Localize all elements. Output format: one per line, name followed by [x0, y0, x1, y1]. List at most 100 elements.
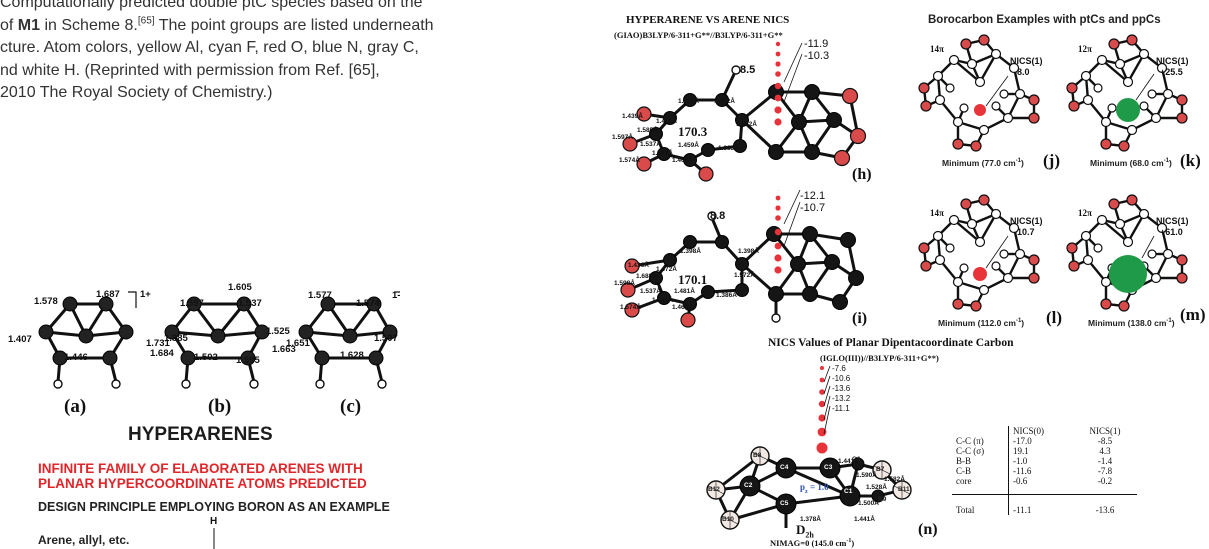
- bond-length: 1.578: [34, 296, 58, 307]
- dipenta-title: NICS Values of Planar Dipentacoordinate …: [768, 337, 1014, 349]
- reference-superscript: [65]: [137, 15, 155, 27]
- bond-length: 1.386Å: [716, 292, 737, 299]
- minimum-m: Minimum (138.0 cm-1): [1088, 318, 1175, 328]
- atom-label: C3: [824, 464, 833, 471]
- bond-length: 1.597Å: [612, 134, 633, 141]
- table-row: core -0.6 -0.2: [952, 476, 1137, 495]
- bond-length: 1.590Å: [856, 472, 877, 479]
- hyperarene-structures: [38, 291, 400, 389]
- bond-length: 1.383Å: [718, 145, 739, 152]
- red-heading-line-1: INFINITE FAMILY OF ELABORATED ARENES WIT…: [38, 461, 363, 476]
- bond-length: 1.525: [266, 326, 290, 337]
- nics-value: -7.6: [832, 364, 846, 373]
- bond-length: 1.585Å: [637, 127, 658, 134]
- panel-label-k: (k): [1180, 151, 1201, 170]
- bond-length: 1.731: [146, 338, 170, 349]
- nics-value: -11.1: [832, 404, 850, 413]
- atom-label: C6: [852, 456, 861, 463]
- atom-label: B9: [878, 496, 887, 503]
- panel-label-n: (n): [918, 521, 938, 538]
- bond-length: 1.500Å: [858, 500, 879, 507]
- angle-value: 170.1: [678, 272, 708, 287]
- bond-length: 1.581Å: [652, 297, 673, 304]
- caption-line-2: of M1 in Scheme 8.[65] The point groups …: [0, 15, 434, 34]
- bond-length: 1.385: [164, 333, 188, 344]
- bond-length: 1.398Å: [680, 248, 701, 255]
- bond-length: 1.574Å: [620, 304, 641, 311]
- minimum-l: Minimum (112.0 cm-1): [938, 318, 1025, 328]
- nics-value: -10.7: [800, 202, 826, 214]
- table-header-cell: [952, 426, 1009, 436]
- bond-length: 1.402Å: [714, 98, 735, 105]
- h-bond-line: [213, 528, 215, 549]
- nics-value: 8.8: [710, 210, 726, 222]
- bond-length: 1.528Å: [866, 484, 887, 491]
- nics-value: -13.6: [832, 384, 851, 393]
- caption-line-3: cture. Atom colors, yellow Al, cyan F, r…: [0, 39, 419, 56]
- hyperarene-method: (GIAO)B3LYP/6-311+G**//B3LYP/6-311+G**: [614, 30, 783, 40]
- bond-length: 1.472Å: [656, 266, 677, 273]
- pi-count: 14π: [930, 44, 944, 54]
- table-row: B-B -1.0 -1.4: [956, 456, 1113, 466]
- nics-label: NICS(1): [1156, 216, 1189, 226]
- nics-value: -10.6: [832, 374, 851, 383]
- bond-length: 1.581Å: [652, 150, 673, 157]
- bond-length: 1.537: [238, 298, 262, 309]
- panel-label-l: (l): [1046, 308, 1063, 327]
- bond-length: 1.605: [228, 282, 252, 293]
- caption-line-5: 2010 The Royal Society of Chemistry.): [0, 84, 273, 101]
- bond-length: 1.446: [64, 352, 88, 363]
- nics-value: -10.7: [1014, 227, 1035, 237]
- nics-table: NICS(0) NICS(1) C-C (π) -17.0 -8.5 C-C (…: [952, 426, 1137, 515]
- bond-length: 1.572Å: [734, 272, 755, 279]
- bond-length: 1.688Å: [636, 273, 657, 280]
- atom-label: C1: [844, 488, 853, 495]
- bond-length: 1.574Å: [619, 157, 640, 164]
- bond-length: 1.628: [340, 350, 364, 361]
- arene-allyl-text: Arene, allyl, etc.: [38, 533, 130, 547]
- caption-line-1: Computationally predicted double ptC spe…: [0, 0, 423, 11]
- design-principle-text: DESIGN PRINCIPLE EMPLOYING BORON AS AN E…: [38, 500, 390, 514]
- bond-length: 1.537Å: [640, 288, 661, 295]
- nics-value: -10.3: [804, 50, 830, 62]
- pi-count: 14π: [930, 208, 944, 218]
- borocarbon-title: Borocarbon Examples with ptCs and ppCs: [928, 14, 1161, 26]
- bond-length: 1.439Å: [622, 113, 643, 120]
- bond-length: 1.441Å: [854, 516, 875, 523]
- bond-length: 1.395Å: [678, 98, 699, 105]
- bond-length: 1.407: [8, 334, 32, 345]
- hyperarenes-title: HYPERARENES: [128, 424, 273, 445]
- bond-length: 1.597: [180, 298, 204, 309]
- bond-length: 1.651: [286, 338, 310, 349]
- dipenta-method: (IGLO(III))//B3LYP/6-311+G**): [820, 353, 939, 363]
- nics-label: NICS(1): [1010, 216, 1043, 226]
- panel-label-c: (c): [340, 396, 362, 417]
- nics-value: +61.0: [1160, 227, 1183, 237]
- figure-caption: Computationally predicted double ptC spe…: [0, 0, 434, 105]
- nics-value: -11.9: [804, 38, 829, 50]
- panel-label-m: (m): [1180, 305, 1206, 324]
- bond-length: 1.469Å: [672, 304, 693, 311]
- bond-length: 1.574: [356, 298, 380, 309]
- borocarbon-structures: [917, 33, 1189, 313]
- bond-length: 1.441Å: [838, 458, 859, 465]
- atom-label: B10: [722, 516, 734, 523]
- nics-value: -8.0: [1014, 67, 1030, 77]
- bond-length: 1.507: [374, 333, 398, 344]
- nics-value: -13.2: [832, 394, 851, 403]
- bond-length: 1.577: [308, 290, 332, 301]
- panel-label-j: (j): [1043, 151, 1060, 170]
- bond-length: 1.582Å: [884, 476, 905, 483]
- pi-count: 12π: [1078, 44, 1092, 54]
- atom-label: B7: [876, 466, 885, 473]
- red-heading-line-2: PLANAR HYPERCOORDINATE ATOMS PREDICTED: [38, 476, 367, 491]
- table-row: C-B -11.6 -7.8: [956, 466, 1113, 476]
- atom-label: C4: [780, 464, 789, 471]
- panel-label-b: (b): [208, 396, 232, 417]
- nics-value: -12.1: [800, 190, 826, 202]
- table-row: C-C (σ) 19.1 4.3: [956, 446, 1111, 456]
- table-total-row: Total -11.1 -13.6: [952, 494, 1137, 515]
- dipenta-molecule: [706, 365, 912, 530]
- hyperarene-title: HYPERARENE VS ARENE NICS: [626, 14, 790, 26]
- nics-value: +25.5: [1160, 67, 1183, 77]
